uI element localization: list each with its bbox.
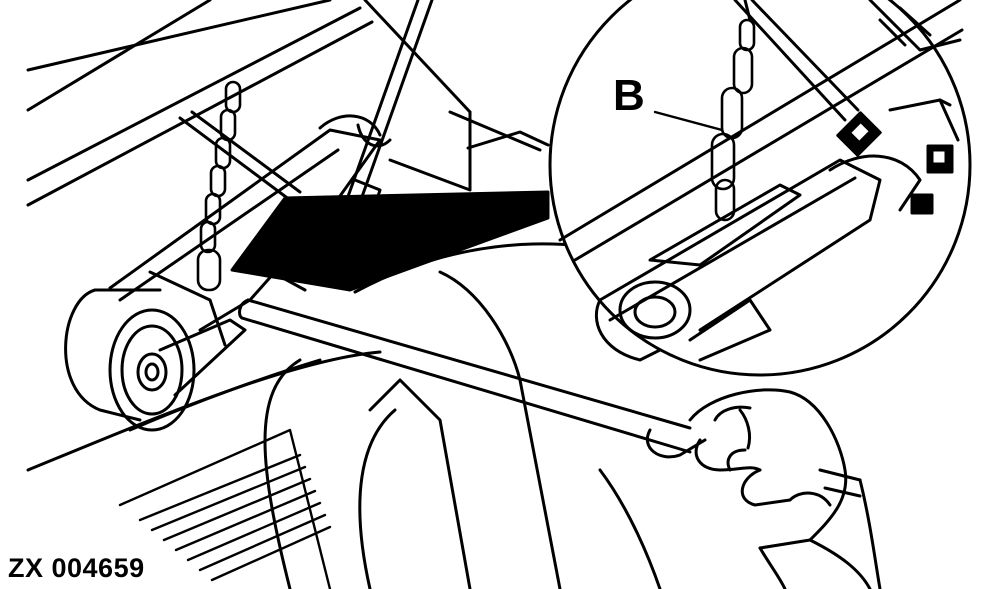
gauge-roller — [64, 288, 247, 432]
lift-chain-left — [196, 80, 242, 292]
callout-leader-line — [653, 110, 724, 132]
detail-pointer-wedge — [230, 190, 550, 292]
adjustment-rod-left — [343, 0, 434, 217]
figure-reference-code: ZX 004659 — [8, 553, 145, 583]
detail-view — [548, 0, 972, 377]
wrench-tool — [238, 298, 862, 498]
mower-deck-frame — [26, 0, 550, 207]
gloved-hand — [688, 388, 872, 589]
callout-label-b: B — [613, 71, 645, 120]
deck-vent-grille — [118, 428, 332, 589]
